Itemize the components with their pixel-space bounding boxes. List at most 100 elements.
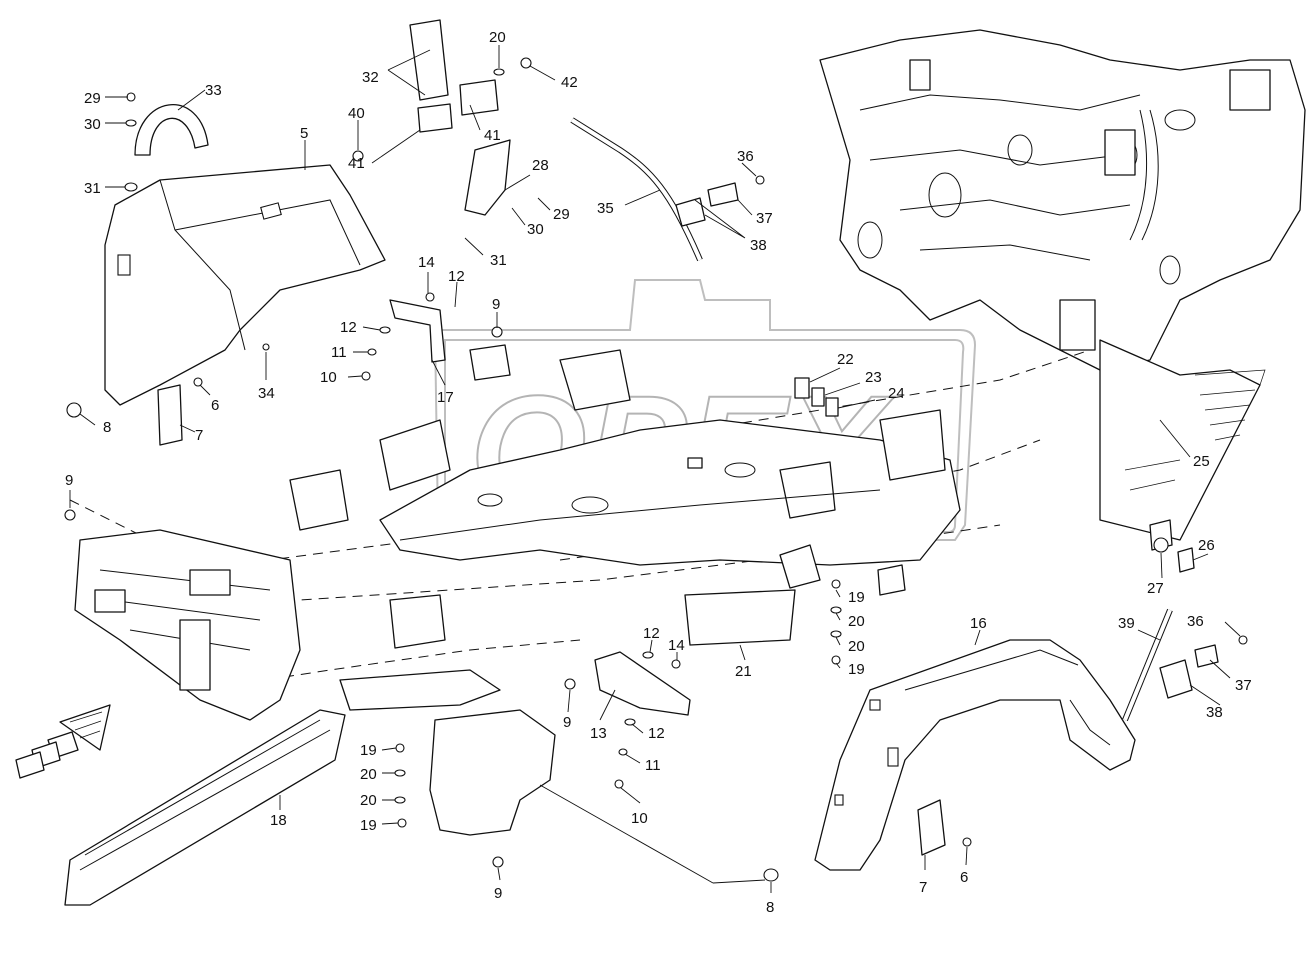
callout-label: 13 — [590, 725, 607, 742]
part-8-spacer — [66, 402, 82, 418]
callout-label: 20 — [848, 613, 865, 630]
callout-label: 24 — [888, 385, 905, 402]
part-13-bracket — [594, 651, 691, 716]
part-7-plate-right — [917, 799, 946, 856]
part-28-bracket — [464, 139, 511, 216]
callout-label: 38 — [750, 237, 767, 254]
callout-label: 19 — [848, 661, 865, 678]
callout-label: 5 — [300, 125, 308, 142]
callout-label: 9 — [494, 885, 502, 902]
callout-label: 42 — [561, 74, 578, 91]
center-left-bracket — [429, 709, 556, 836]
part-18-panel — [64, 709, 346, 906]
part-29-bolt — [126, 92, 136, 102]
callout-label: 12 — [448, 268, 465, 285]
callout-label: 30 — [84, 116, 101, 133]
part-25-panel — [1099, 339, 1261, 541]
callout-label: 16 — [970, 615, 987, 632]
callout-label: 19 — [848, 589, 865, 606]
callout-label: 9 — [492, 296, 500, 313]
part-5-hood — [104, 164, 386, 406]
machine-frame — [819, 29, 1306, 371]
callout-label: 20 — [360, 766, 377, 783]
callout-label: 41 — [348, 155, 365, 172]
callout-label: 29 — [84, 90, 101, 107]
part-32-bracket — [409, 19, 449, 101]
part-36-screw — [755, 175, 765, 185]
callout-label: 36 — [1187, 613, 1204, 630]
callout-label: 37 — [756, 210, 773, 227]
callout-label: 33 — [205, 82, 222, 99]
callout-label: 38 — [1206, 704, 1223, 721]
callout-label: 21 — [735, 663, 752, 680]
callout-label: 6 — [211, 397, 219, 414]
callout-label: 14 — [668, 637, 685, 654]
callout-label: 10 — [631, 810, 648, 827]
part-21-cover — [684, 589, 796, 646]
callout-label: 36 — [737, 148, 754, 165]
part-37-plate — [707, 182, 739, 207]
callout-label: 30 — [527, 221, 544, 238]
part-20-washer — [493, 68, 505, 76]
part-17-bracket — [389, 299, 446, 363]
callout-label: 35 — [597, 200, 614, 217]
callouts: 29 30 31 33 5 34 6 7 8 32 20 42 40 41 41… — [65, 29, 1252, 916]
callout-label: 7 — [195, 427, 203, 444]
callout-label: 12 — [340, 319, 357, 336]
callout-label: 39 — [1118, 615, 1135, 632]
callout-label: 7 — [919, 879, 927, 896]
part-42-nut — [520, 57, 532, 69]
callout-label: 19 — [360, 742, 377, 759]
callout-label: 29 — [553, 206, 570, 223]
center-chassis — [289, 344, 961, 566]
callout-label: 20 — [848, 638, 865, 655]
callout-label: 25 — [1193, 453, 1210, 470]
part-6-screw — [193, 377, 203, 387]
callout-label: 9 — [65, 472, 73, 489]
callout-label: 18 — [270, 812, 287, 829]
direction-arrow-icon — [15, 704, 111, 779]
callout-label: 20 — [360, 792, 377, 809]
callout-label: 8 — [103, 419, 111, 436]
callout-label: 28 — [532, 157, 549, 174]
part-16-fender — [814, 639, 1136, 871]
part-30-washer — [125, 119, 137, 127]
callout-label: 9 — [563, 714, 571, 731]
callout-label: 10 — [320, 369, 337, 386]
part-33-strap — [134, 104, 209, 156]
callout-label: 17 — [437, 389, 454, 406]
part-40-bolt — [352, 150, 364, 162]
part-26-clip — [1177, 547, 1195, 573]
leader-lines — [69, 45, 1241, 893]
callout-label: 41 — [484, 127, 501, 144]
part-27-knob — [1153, 537, 1169, 553]
callout-label: 19 — [360, 817, 377, 834]
callout-label: 37 — [1235, 677, 1252, 694]
part-41-clip-2 — [417, 103, 453, 133]
callout-label: 32 — [362, 69, 379, 86]
callout-label: 12 — [648, 725, 665, 742]
callout-label: 27 — [1147, 580, 1164, 597]
callout-label: 40 — [348, 105, 365, 122]
callout-label: 12 — [643, 625, 660, 642]
callout-label: 34 — [258, 385, 275, 402]
callout-label: 8 — [766, 899, 774, 916]
part-8-spacer-right — [763, 868, 779, 882]
part-38-clamp — [675, 197, 706, 227]
callout-label: 23 — [865, 369, 882, 386]
callout-label: 6 — [960, 869, 968, 886]
left-lower-chassis — [74, 529, 446, 721]
callout-label: 31 — [84, 180, 101, 197]
callout-label: 14 — [418, 254, 435, 271]
part-31-nut — [124, 182, 138, 192]
callout-label: 22 — [837, 351, 854, 368]
callout-label: 11 — [645, 757, 661, 774]
callout-label: 11 — [331, 344, 347, 361]
part-35-rod — [570, 117, 703, 262]
callout-label: 31 — [490, 252, 507, 269]
part-7-plate — [157, 384, 183, 446]
callout-label: 20 — [489, 29, 506, 46]
part-41-clip — [459, 79, 499, 116]
